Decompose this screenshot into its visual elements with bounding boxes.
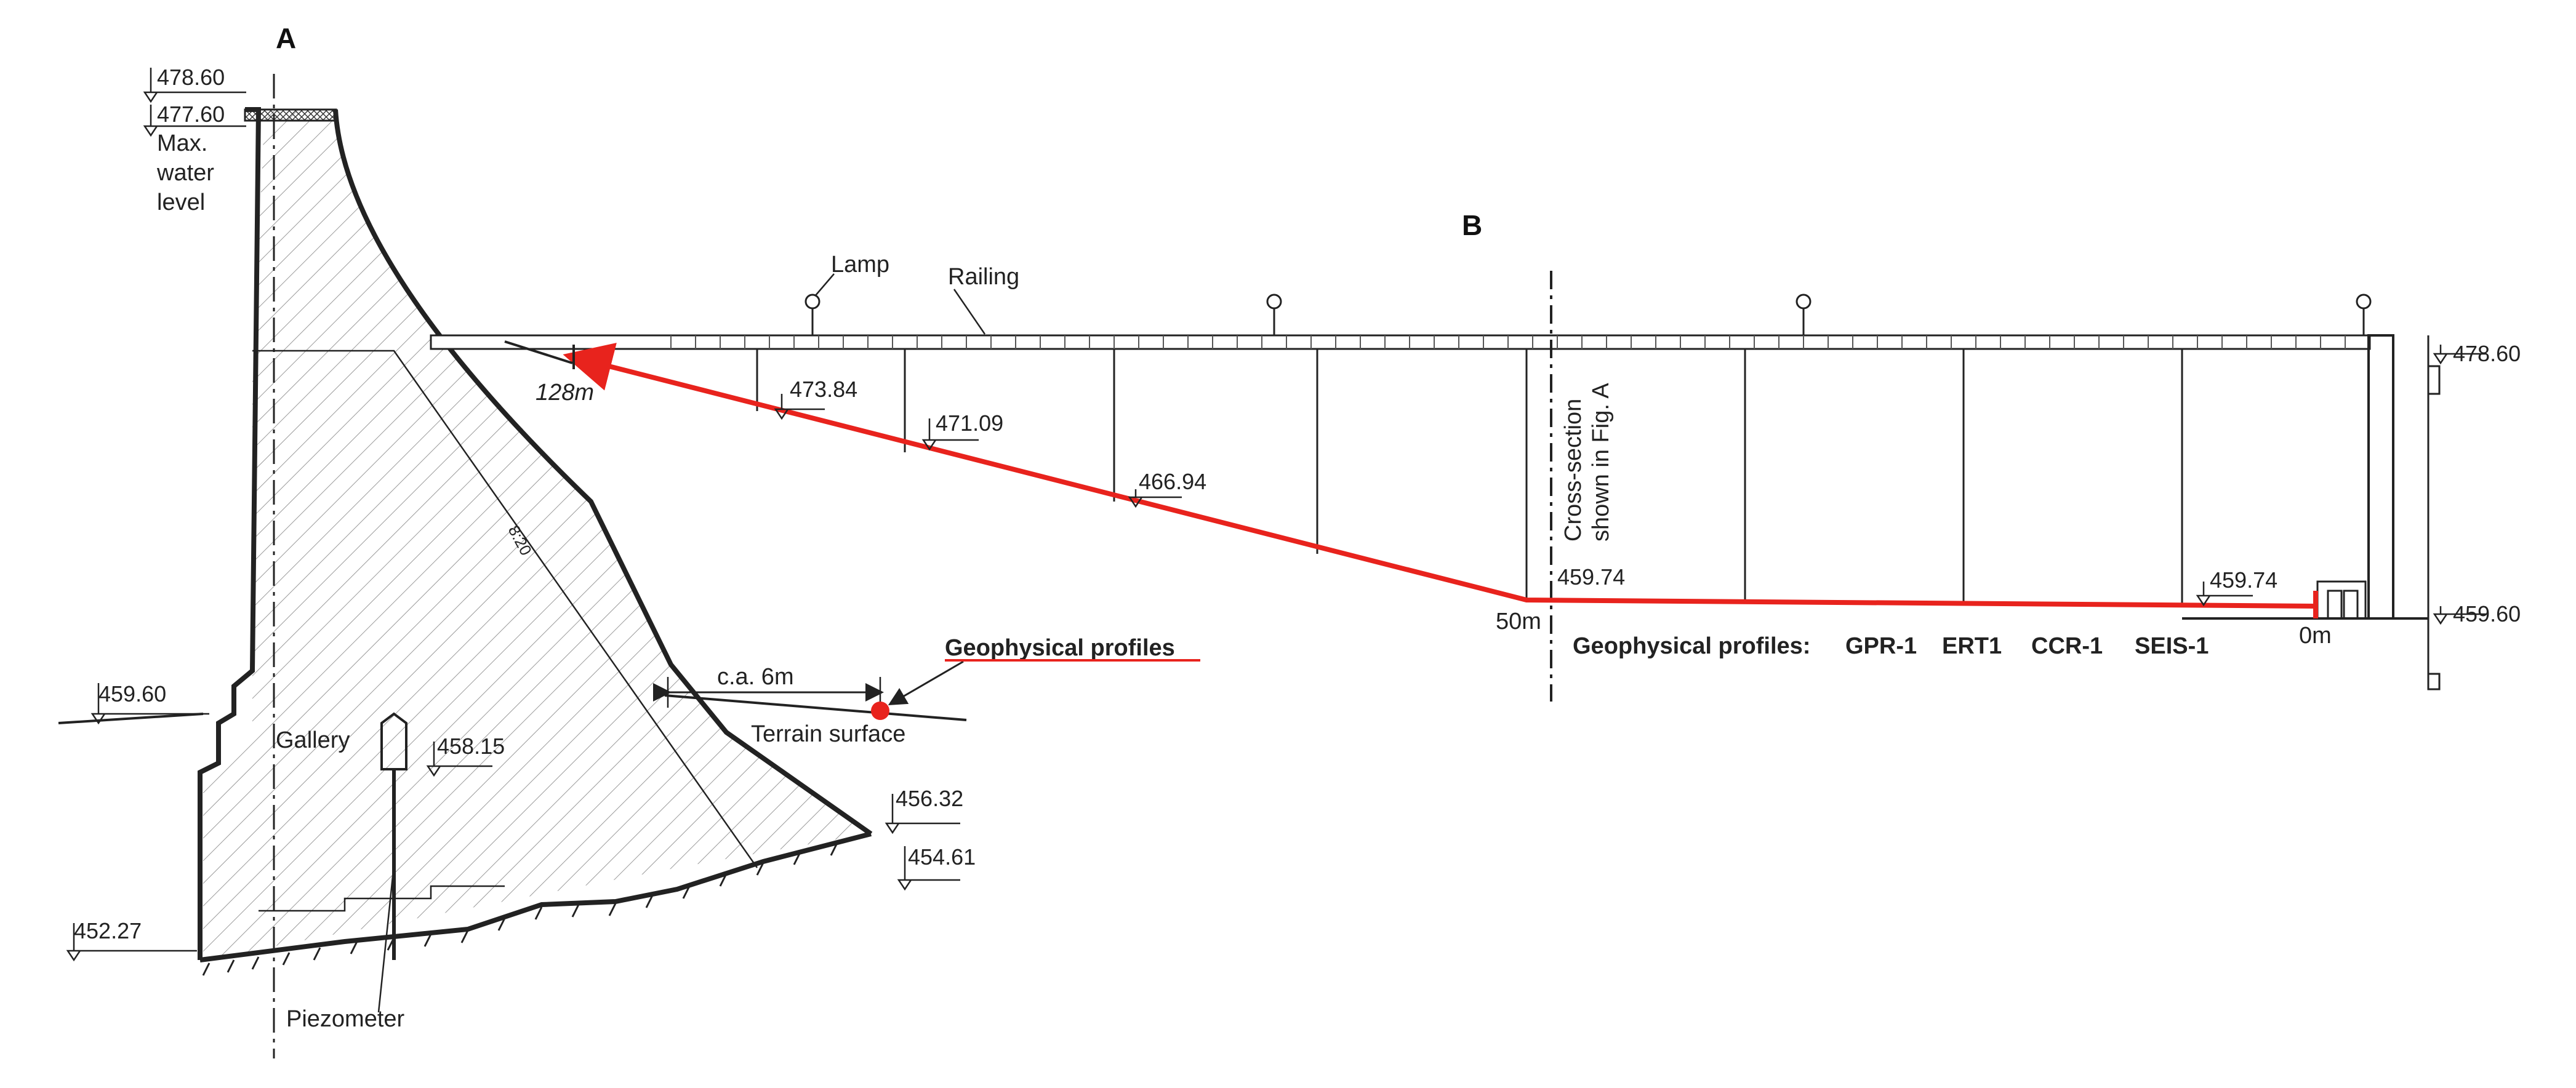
gallery-label: Gallery xyxy=(276,727,350,753)
svg-text:456.32: 456.32 xyxy=(896,786,963,811)
gallery-shape xyxy=(380,712,407,770)
gpr-profile-line xyxy=(563,343,2316,609)
elev-marker-477-a: 477.60 xyxy=(143,102,246,137)
left-ground-line xyxy=(58,713,204,724)
distance-128m: 128m xyxy=(536,380,594,406)
max-water-label-3: level xyxy=(157,190,205,215)
building-icon xyxy=(2316,580,2367,620)
panel-b-label: B xyxy=(1462,209,1482,241)
svg-text:459.74: 459.74 xyxy=(1557,564,1625,590)
bridge-deck xyxy=(430,334,2371,350)
elev-marker-473: 473.84 xyxy=(774,377,857,420)
profile-start-marker xyxy=(504,340,575,369)
profiles-legend: Geophysical profiles: GPR-1 ERT1 CCR-1 S… xyxy=(1573,633,2209,659)
max-water-label-1: Max. xyxy=(157,130,207,156)
railing-label: Railing xyxy=(948,264,1019,290)
lamp-label: Lamp xyxy=(831,252,889,278)
legend-gpr: GPR-1 xyxy=(1845,633,1917,659)
distance-50m: 50m xyxy=(1496,609,1541,634)
svg-text:459.60: 459.60 xyxy=(2453,601,2521,626)
dam-internal-steps xyxy=(252,350,758,912)
foundation-ticks xyxy=(202,842,838,976)
lamp-leader xyxy=(815,273,835,296)
dam-body-hatch xyxy=(203,110,868,960)
elev-marker-459-b2: 459.74 xyxy=(2196,567,2277,607)
svg-text:c.a. 6m: c.a. 6m xyxy=(717,664,794,690)
elev-marker-478-a: 478.60 xyxy=(143,65,246,103)
cross-section-label-2: shown in Fig. A xyxy=(1588,383,1614,542)
elev-marker-454-a: 454.61 xyxy=(897,844,976,891)
legend-ert: ERT1 xyxy=(1942,633,2002,659)
svg-text:459.74: 459.74 xyxy=(2210,567,2277,593)
cross-section-label-1: Cross-section xyxy=(1560,399,1586,542)
railing-leader xyxy=(953,289,986,335)
terrain-surface-label: Terrain surface xyxy=(751,721,905,747)
dam-outline xyxy=(198,107,873,960)
elev-marker-452-a: 452.27 xyxy=(66,918,197,962)
piezometer-leader xyxy=(377,864,395,1013)
svg-text:473.84: 473.84 xyxy=(790,377,857,402)
geophysical-profile-point xyxy=(871,702,889,720)
svg-text:452.27: 452.27 xyxy=(74,918,142,943)
dam-foundation-line xyxy=(199,831,872,962)
elev-marker-456-a: 456.32 xyxy=(885,786,963,834)
svg-text:459.60: 459.60 xyxy=(98,681,166,706)
legend-prefix: Geophysical profiles: xyxy=(1573,633,1810,659)
legend-ccr: CCR-1 xyxy=(2031,633,2103,659)
panel-a-label: A xyxy=(276,22,296,54)
elev-marker-459-b1: 459.74 xyxy=(1557,564,1625,590)
max-water-label-2: water xyxy=(156,160,214,186)
svg-text:477.60: 477.60 xyxy=(157,102,225,127)
elev-marker-466: 466.94 xyxy=(1128,469,1206,508)
elev-marker-471: 471.09 xyxy=(921,410,1003,451)
geophysical-profiles-label: Geophysical profiles xyxy=(945,635,1175,661)
svg-text:478.60: 478.60 xyxy=(2453,341,2521,366)
legend-seis: SEIS-1 xyxy=(2135,633,2209,659)
svg-text:478.60: 478.60 xyxy=(157,65,225,90)
svg-text:458.15: 458.15 xyxy=(437,734,505,759)
svg-text:466.94: 466.94 xyxy=(1139,469,1206,494)
distance-0m: 0m xyxy=(2299,623,2332,649)
lamp-icon xyxy=(804,294,2372,335)
svg-text:471.09: 471.09 xyxy=(936,410,1003,436)
right-abutment xyxy=(2367,334,2441,690)
distance-dimension: c.a. 6m xyxy=(653,664,884,708)
railing-posts xyxy=(670,335,2346,349)
bridge-pillars xyxy=(756,349,2183,606)
elev-marker-478-b: 478.60 xyxy=(2433,341,2521,366)
elev-marker-458-a: 458.15 xyxy=(426,734,505,777)
piezometer-label: Piezometer xyxy=(286,1006,405,1032)
elev-marker-459-a: 459.60 xyxy=(90,681,209,725)
elev-marker-459-b3: 459.60 xyxy=(2433,601,2521,626)
svg-text:454.61: 454.61 xyxy=(908,844,976,870)
geophysical-leader xyxy=(888,660,964,706)
